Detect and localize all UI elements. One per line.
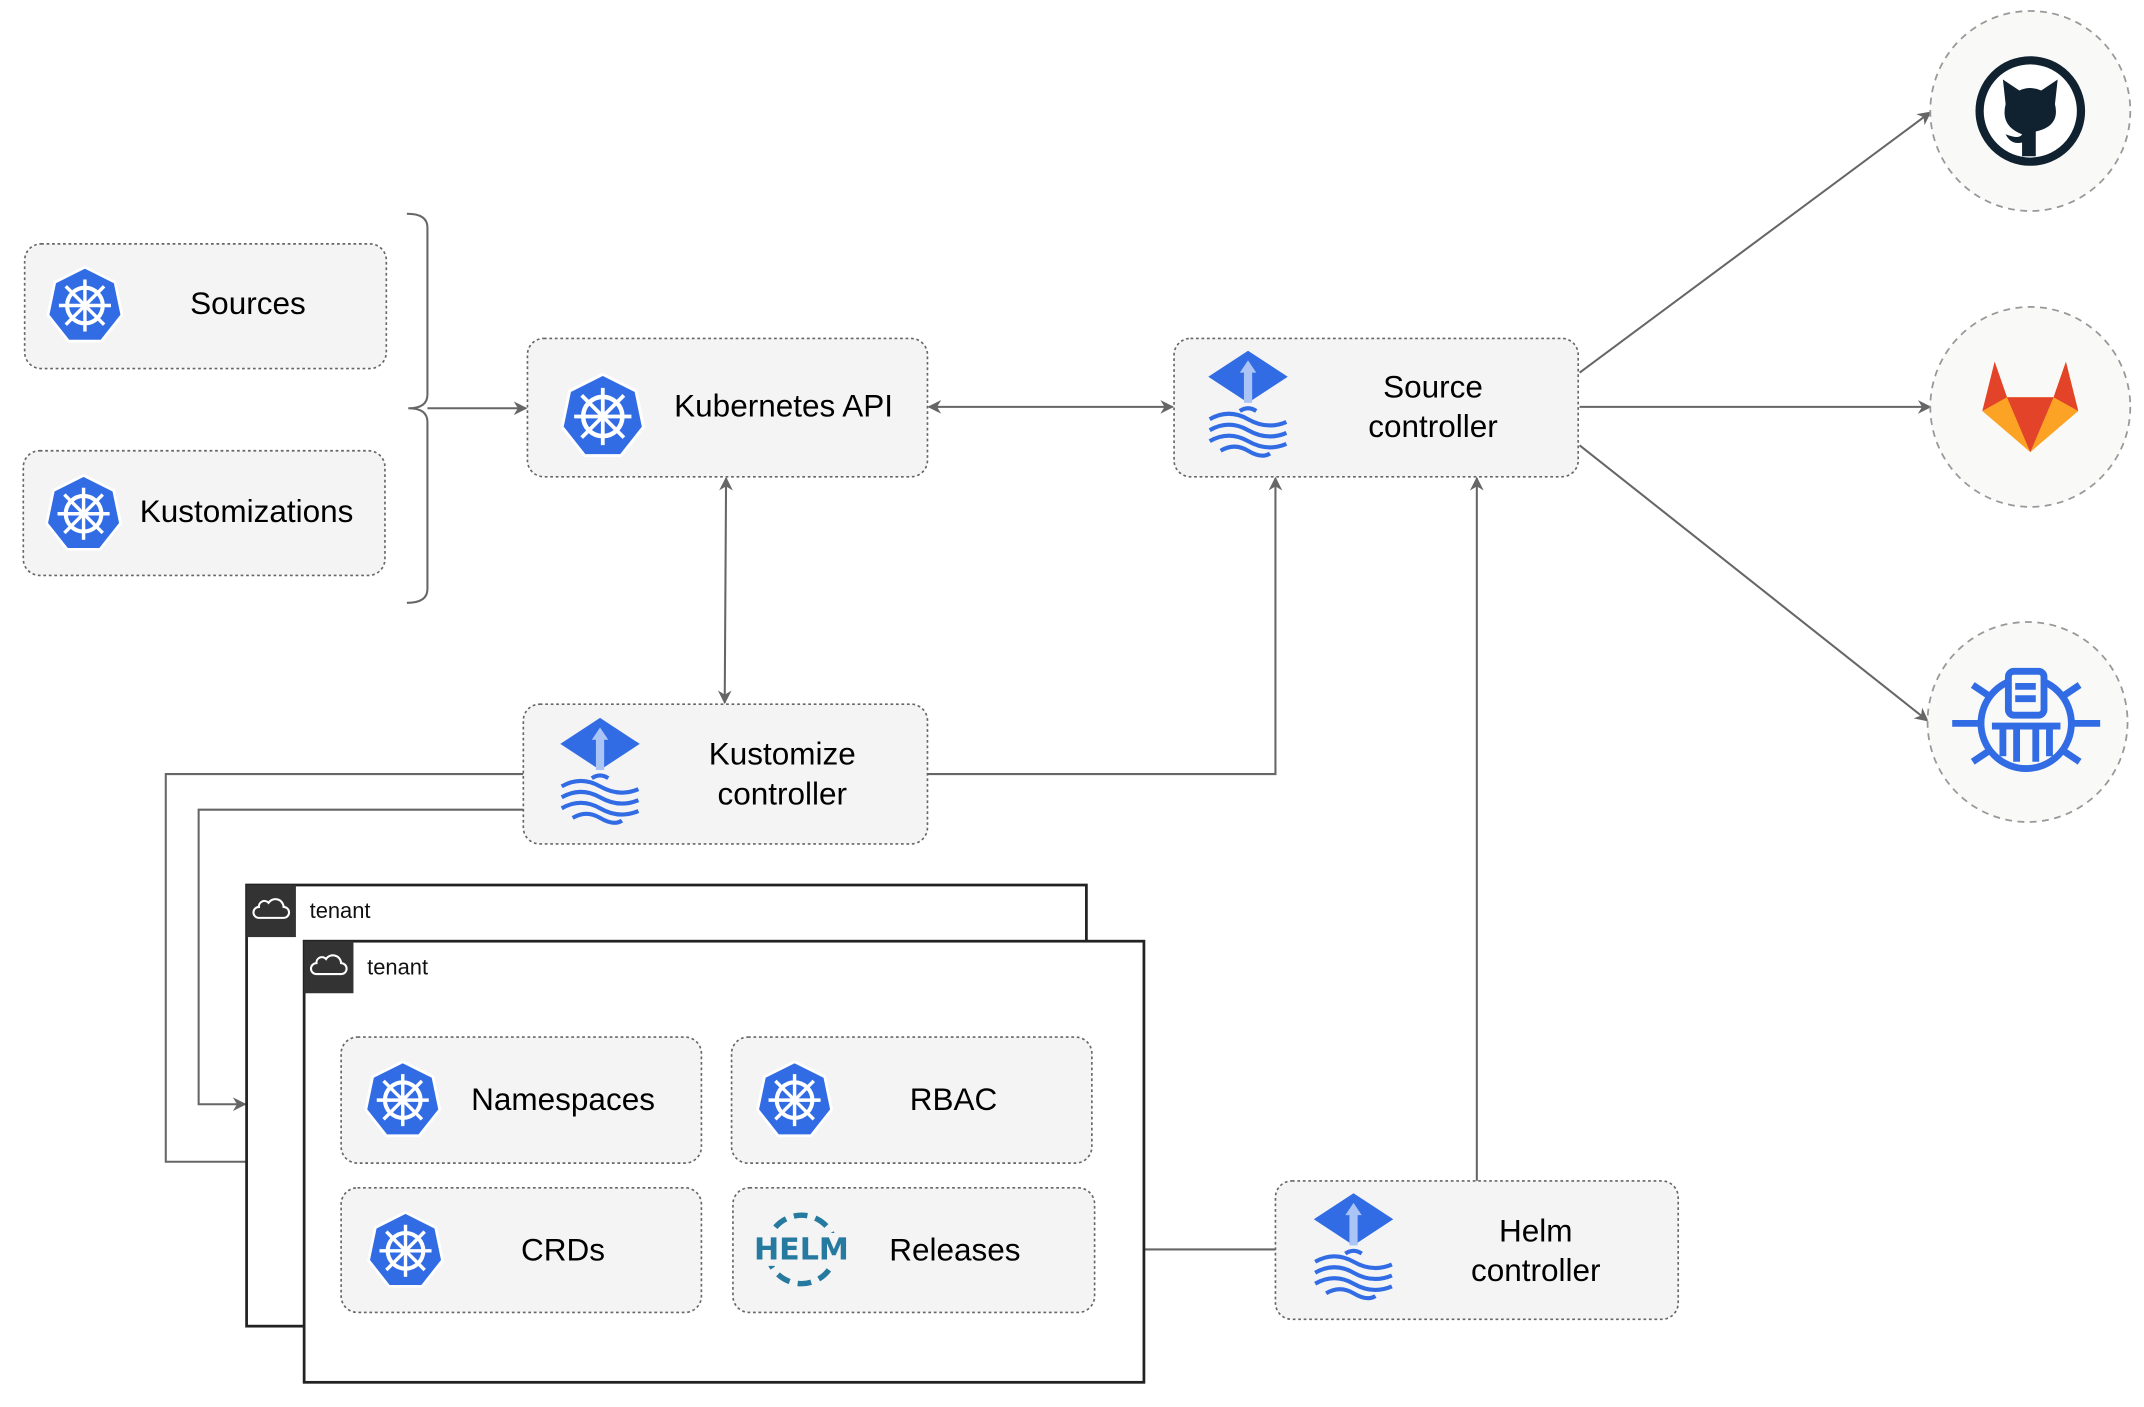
bucket-icon xyxy=(1952,667,2101,772)
helm-logo-text: HELM xyxy=(754,1232,849,1267)
tenant-label: tenant xyxy=(367,954,428,979)
brace xyxy=(406,212,429,604)
node-label: Releases xyxy=(889,1232,1020,1268)
node-label-line1: Helm xyxy=(1499,1212,1573,1248)
edge-kustomize-to-source xyxy=(927,476,1283,776)
node-kubernetes-api[interactable]: Kubernetes API xyxy=(526,337,929,478)
edge-source-to-bucket xyxy=(1578,444,1929,722)
node-label-line1: Source xyxy=(1383,368,1483,404)
gitlab-source[interactable] xyxy=(1929,306,2132,508)
node-releases[interactable]: HELM Releases xyxy=(732,1186,1096,1314)
node-label-line2: controller xyxy=(1368,408,1498,444)
node-label-line1: Kustomize xyxy=(709,736,856,772)
edge-kustomize-to-tenant-back xyxy=(197,808,524,1112)
edge-api-kustomize-controller xyxy=(717,476,733,705)
node-label: Sources xyxy=(190,285,306,321)
tenant-label: tenant xyxy=(310,898,371,923)
helm-icon: HELM xyxy=(754,1212,849,1287)
node-label: Kustomizations xyxy=(140,493,354,529)
github-icon xyxy=(1975,56,2086,166)
node-kustomize-controller[interactable]: Kustomize controller xyxy=(522,703,929,845)
node-label-line2: controller xyxy=(717,775,847,811)
edge-source-to-github xyxy=(1578,111,1932,374)
github-source[interactable] xyxy=(1929,10,2132,212)
node-sources[interactable]: Sources xyxy=(23,243,388,370)
node-source-controller[interactable]: Source controller xyxy=(1173,337,1580,478)
node-crds[interactable]: CRDs xyxy=(340,1186,703,1314)
node-label: Kubernetes API xyxy=(674,388,893,424)
node-label-line2: controller xyxy=(1471,1252,1601,1288)
node-label: Namespaces xyxy=(471,1081,655,1117)
bucket-source[interactable] xyxy=(1926,621,2129,823)
node-helm-controller[interactable]: Helm controller xyxy=(1274,1180,1680,1321)
node-label: RBAC xyxy=(910,1081,998,1117)
node-label: CRDs xyxy=(521,1232,605,1268)
node-rbac[interactable]: RBAC xyxy=(730,1036,1093,1164)
node-kustomizations[interactable]: Kustomizations xyxy=(22,449,386,577)
node-namespaces[interactable]: Namespaces xyxy=(340,1036,703,1164)
edge-kustomize-to-tenant-front xyxy=(164,773,524,1169)
gitlab-icon xyxy=(1982,361,2079,453)
